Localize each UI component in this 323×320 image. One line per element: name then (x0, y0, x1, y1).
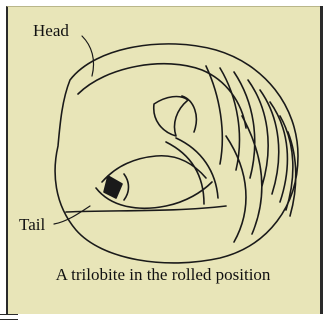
shell-outline (55, 44, 298, 263)
joint-left (104, 176, 122, 198)
head-leader-line (82, 36, 94, 76)
figure-caption: A trilobite in the rolled position (6, 263, 320, 287)
head-glabella (182, 96, 196, 132)
head-label: Head (33, 22, 69, 39)
segment-line (260, 90, 279, 194)
head-notch (154, 97, 188, 136)
segment-line (288, 132, 296, 216)
joint-left (102, 156, 206, 182)
axial-body (166, 142, 204, 204)
joint-left (124, 174, 129, 200)
segment-line (242, 116, 262, 234)
tail-label: Tail (19, 216, 45, 233)
trilobite-illustration (6, 6, 320, 266)
tail-leader-line (54, 206, 90, 224)
segment-line (226, 136, 246, 242)
divider (0, 314, 18, 320)
